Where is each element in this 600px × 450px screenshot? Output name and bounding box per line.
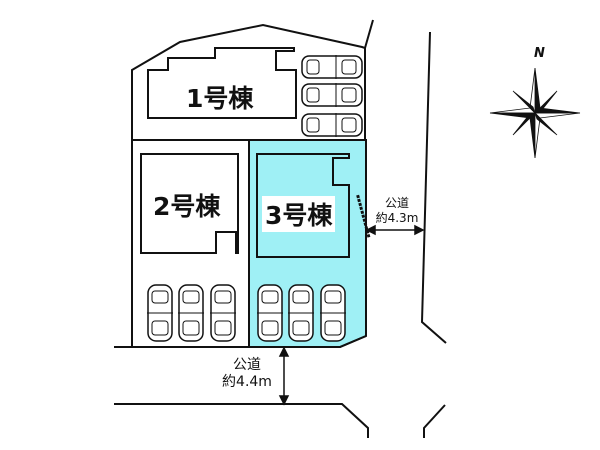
car-1 xyxy=(301,54,363,80)
car-5 xyxy=(177,284,205,342)
south-road-north-edge xyxy=(114,335,367,348)
south-road-width: 約4.4m xyxy=(222,374,272,390)
compass-rose-icon xyxy=(489,67,581,159)
south-road-label: 公道 約4.4m xyxy=(212,357,282,391)
south-road-south-edge xyxy=(114,403,369,438)
building-2-label: 2号棟 xyxy=(153,192,221,221)
road-corner xyxy=(423,404,446,438)
east-road-width-arrow xyxy=(365,224,425,236)
east-road-width: 約4.3m xyxy=(375,211,419,225)
building-1-label: 1号棟 xyxy=(186,84,254,113)
building-1-outline xyxy=(147,47,297,119)
car-9 xyxy=(319,284,347,342)
east-road-label: 公道 約4.3m xyxy=(370,196,424,226)
north-label: N xyxy=(534,46,545,61)
building-2-outline xyxy=(140,153,239,254)
car-6 xyxy=(209,284,237,342)
south-road-width-arrow xyxy=(278,346,290,406)
boundary-line xyxy=(364,19,374,49)
car-4 xyxy=(146,284,174,342)
car-2 xyxy=(301,82,363,108)
east-road-name: 公道 xyxy=(384,196,409,210)
south-road-name: 公道 xyxy=(233,357,261,373)
east-road-west-edge xyxy=(420,31,447,344)
car-7 xyxy=(256,284,284,342)
car-8 xyxy=(287,284,315,342)
building-3-label: 3号棟 xyxy=(262,196,336,232)
car-3 xyxy=(301,112,363,138)
